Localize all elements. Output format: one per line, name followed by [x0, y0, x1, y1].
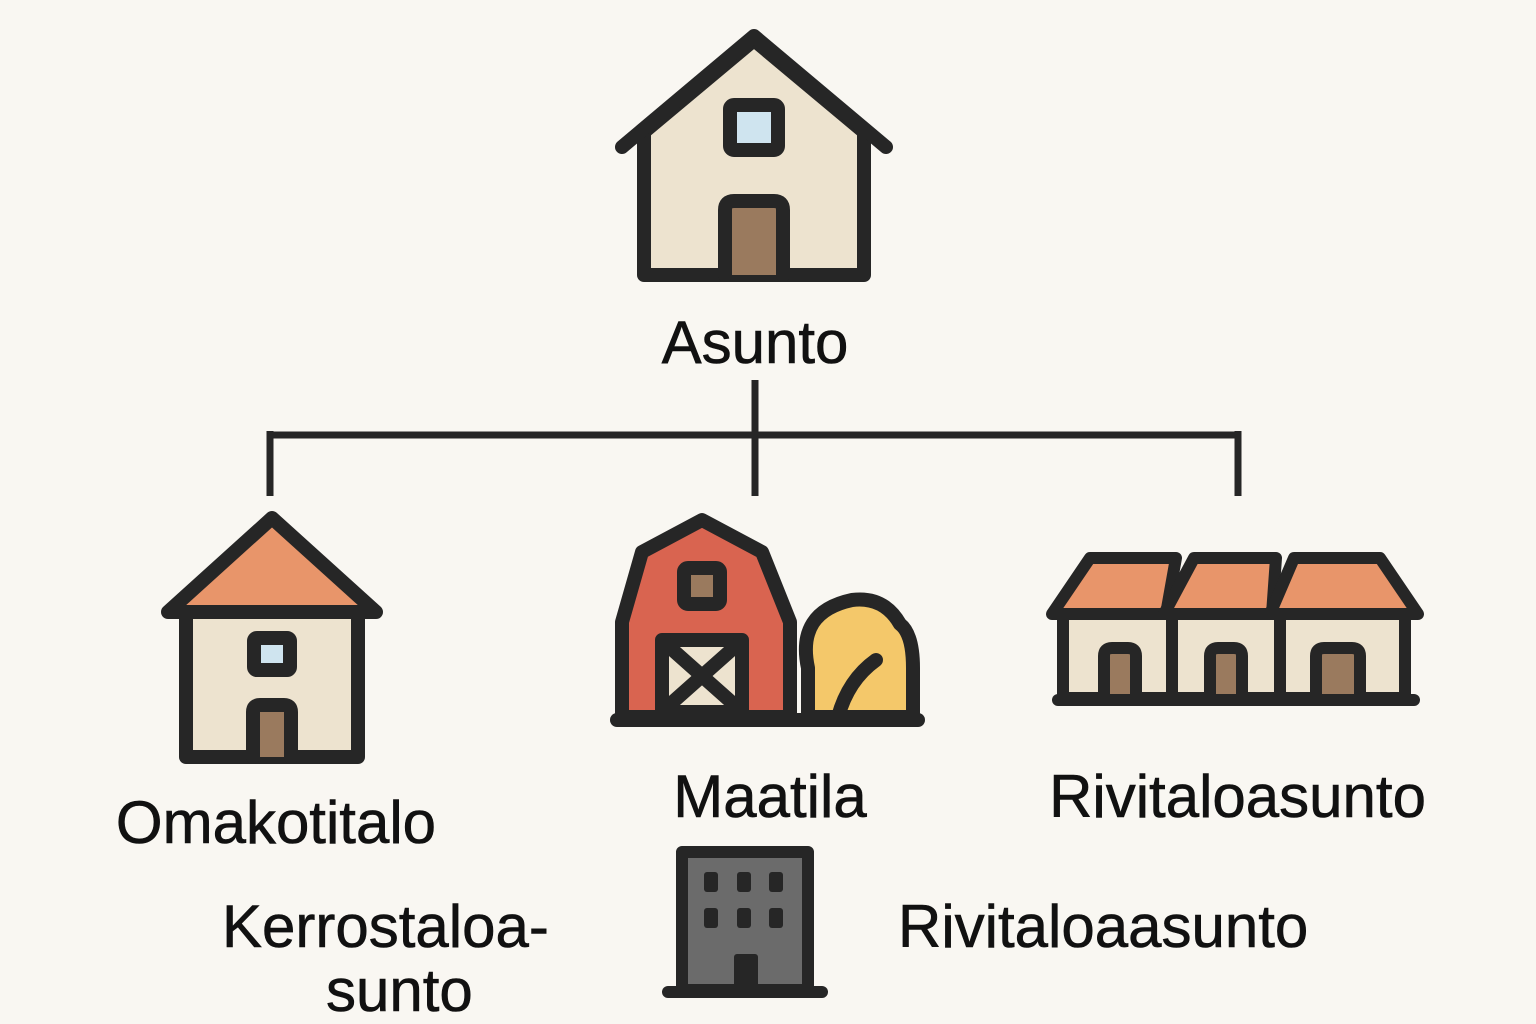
row-houses-icon — [1046, 552, 1424, 706]
detached-house-icon — [161, 511, 383, 764]
house-icon — [615, 29, 893, 282]
node-label-root: Asunto — [661, 309, 849, 376]
node-label-rivitaloasunto: Rivitaloasunto — [1049, 763, 1426, 830]
node-label-rivitaloaasunto: Rivitaloaasunto — [898, 893, 1309, 960]
barn-icon — [610, 513, 925, 727]
node-label-maatila: Maatila — [673, 763, 867, 830]
node-label-omakotitalo: Omakotitalo — [115, 789, 437, 856]
apartment-building-icon — [662, 846, 828, 998]
node-label-kerrostalo-line1: Kerrostaloa- — [222, 893, 549, 960]
connector-lines — [266, 380, 1242, 496]
node-label-kerrostalo-line2: sunto — [326, 957, 473, 1024]
